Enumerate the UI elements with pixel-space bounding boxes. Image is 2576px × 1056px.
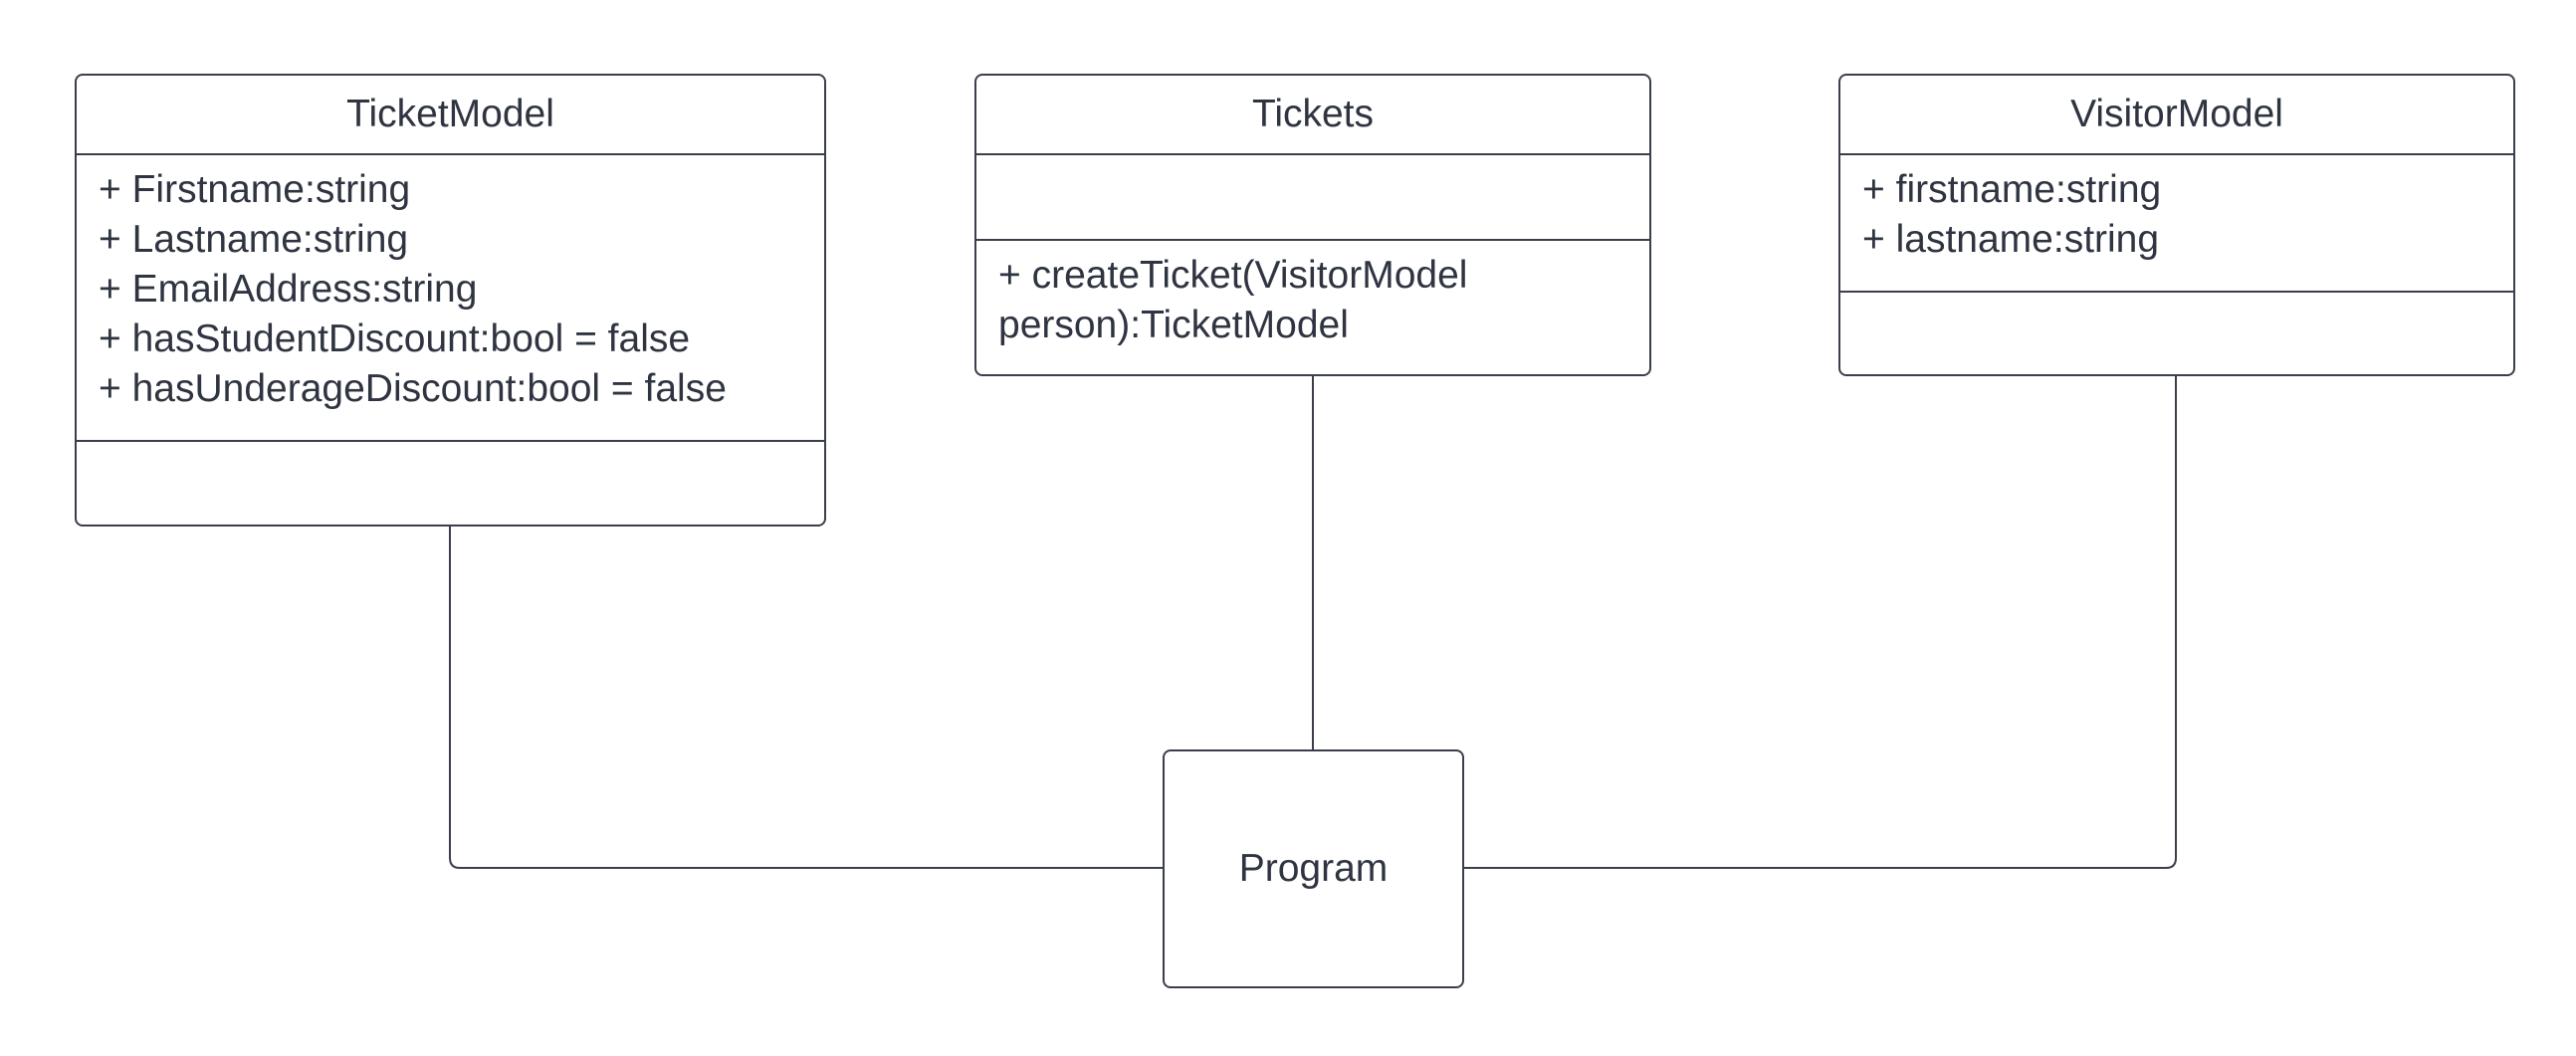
connector-ticketmodel-program xyxy=(449,527,1163,869)
class-ticketmodel[interactable]: TicketModel + Firstname:string + Lastnam… xyxy=(75,74,826,527)
class-tickets[interactable]: Tickets + createTicket(VisitorModel pers… xyxy=(974,74,1651,376)
methods-section: + createTicket(VisitorModel person):Tick… xyxy=(976,241,1649,374)
connector-visitormodel-program xyxy=(1464,376,2177,869)
class-visitormodel[interactable]: VisitorModel + firstname:string + lastna… xyxy=(1838,74,2515,376)
attributes-section xyxy=(976,155,1649,241)
class-name: VisitorModel xyxy=(1840,76,2513,155)
attributes-section: + firstname:string + lastname:string xyxy=(1840,155,2513,293)
attribute-firstname: + Firstname:string xyxy=(99,168,411,211)
attribute-firstname: + firstname:string xyxy=(1862,168,2162,211)
attribute-emailaddress: + EmailAddress:string xyxy=(99,268,478,311)
program-label: Program xyxy=(1238,847,1389,890)
class-name: TicketModel xyxy=(77,76,824,155)
methods-section xyxy=(1840,293,2513,374)
methods-section xyxy=(77,442,824,525)
method-createticket: + createTicket(VisitorModel person):Tick… xyxy=(998,254,1479,346)
attribute-hasunderagediscount: + hasUnderageDiscount:bool = false xyxy=(99,367,727,410)
attribute-hasstudentdiscount: + hasStudentDiscount:bool = false xyxy=(99,317,691,360)
attributes-section: + Firstname:string + Lastname:string + E… xyxy=(77,155,824,442)
program-box[interactable]: Program xyxy=(1163,749,1464,988)
class-name: Tickets xyxy=(976,76,1649,155)
attribute-lastname: + lastname:string xyxy=(1862,218,2160,261)
attribute-lastname: + Lastname:string xyxy=(99,218,409,261)
